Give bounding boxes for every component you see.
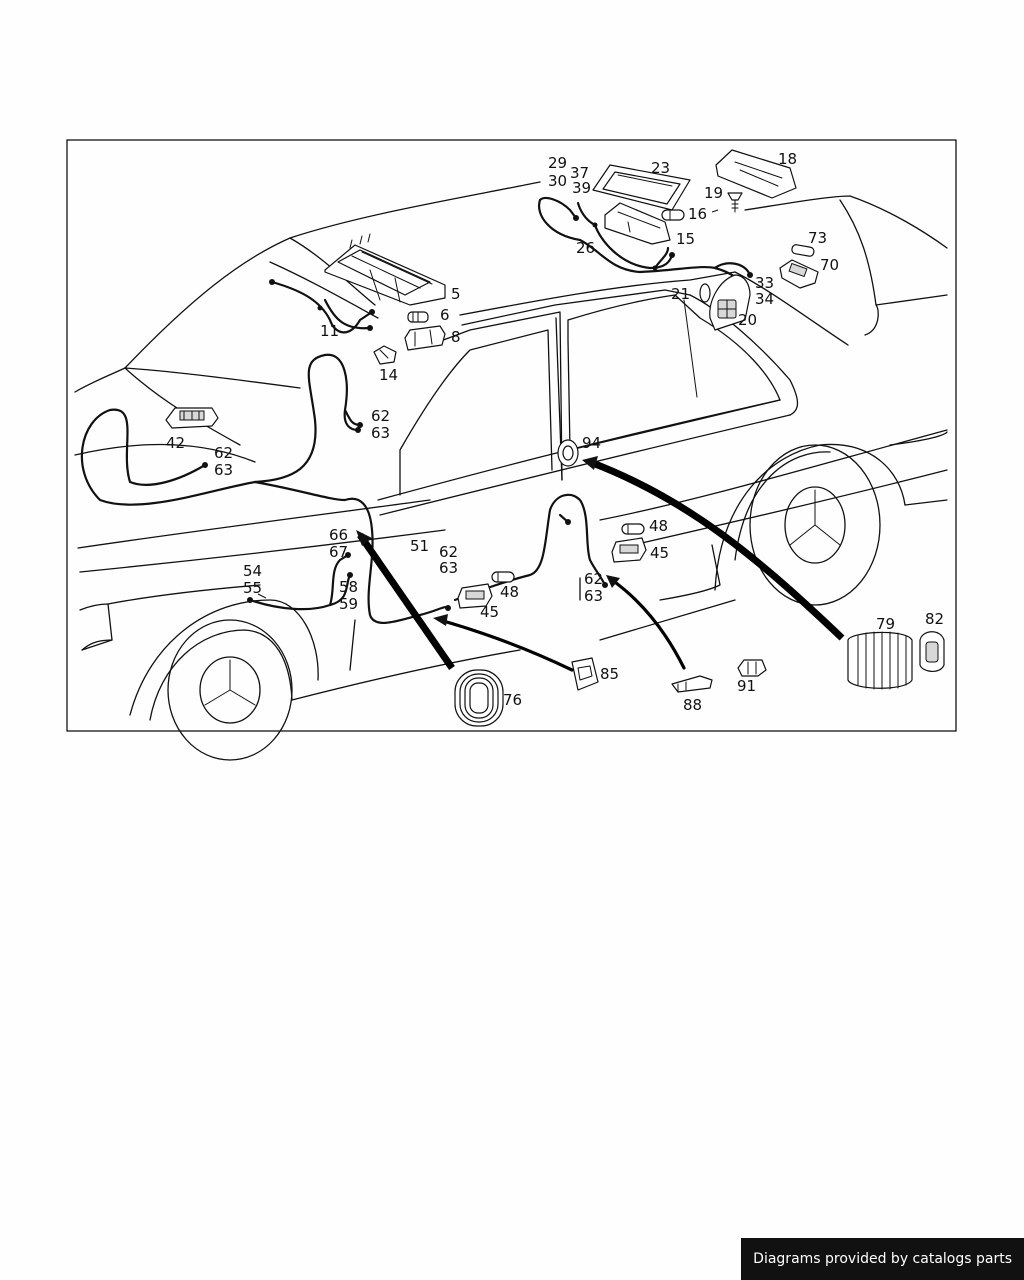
callout-66: 66 (329, 526, 348, 544)
part-19-screw (727, 192, 743, 213)
callout-34: 34 (755, 290, 774, 308)
callout-63-d: 63 (584, 587, 603, 605)
callout-63-b: 63 (214, 461, 233, 479)
callout-73: 73 (808, 229, 827, 247)
callout-19: 19 (704, 184, 723, 202)
callout-91: 91 (737, 677, 756, 695)
part-8-lamp-housing (404, 325, 446, 351)
callout-8: 8 (451, 328, 461, 346)
part-18-rear-reading-lamp (715, 149, 797, 199)
callout-45-a: 45 (650, 544, 669, 562)
part-76-bellows (454, 669, 504, 727)
callout-16: 16 (688, 205, 707, 223)
part-82-grommet (919, 631, 945, 672)
part-79-bellows (847, 631, 913, 690)
part-70-lamp (779, 259, 819, 289)
callout-15: 15 (676, 230, 695, 248)
part-48-bulb-rear (621, 523, 645, 535)
callout-70: 70 (820, 256, 839, 274)
callout-14: 14 (379, 366, 398, 384)
callout-59: 59 (339, 595, 358, 613)
callout-67: 67 (329, 543, 348, 561)
callout-26: 26 (576, 239, 595, 257)
part-14-clip (373, 345, 397, 365)
part-45-door-lamp-front (457, 583, 493, 609)
part-42-reading-lamp (165, 407, 219, 429)
diagram-frame (66, 139, 957, 732)
callout-30: 30 (548, 172, 567, 190)
part-91-clip (737, 659, 767, 677)
callout-18: 18 (778, 150, 797, 168)
callout-11: 11 (320, 322, 339, 340)
callout-88: 88 (683, 696, 702, 714)
callout-58: 58 (339, 578, 358, 596)
callout-33: 33 (755, 274, 774, 292)
part-20-switch-panel (709, 274, 751, 331)
part-6-bulb (407, 311, 429, 323)
callout-94: 94 (582, 434, 601, 452)
callout-63-c: 63 (439, 559, 458, 577)
callout-labels: 18 29 37 23 30 39 19 16 26 15 73 70 33 3… (166, 150, 944, 714)
callout-20: 20 (738, 311, 757, 329)
callout-62-d: 62 (584, 570, 603, 588)
callout-42: 42 (166, 434, 185, 452)
callout-62-c: 62 (439, 543, 458, 561)
callout-85: 85 (600, 665, 619, 683)
callout-39: 39 (572, 179, 591, 197)
part-85-clip (571, 657, 599, 691)
callout-62-a: 62 (371, 407, 390, 425)
callout-29: 29 (548, 154, 567, 172)
callout-63-a: 63 (371, 424, 390, 442)
callout-37: 37 (570, 164, 589, 182)
part-88-handle (671, 675, 713, 693)
part-5-overhead-console (324, 233, 446, 306)
callout-45-b: 45 (480, 603, 499, 621)
reference-arrows (356, 456, 845, 672)
callout-76: 76 (503, 691, 522, 709)
callout-79: 79 (876, 615, 895, 633)
part-15-interior-lamp (604, 202, 671, 245)
callout-48-a: 48 (649, 517, 668, 535)
part-16-bulb (661, 209, 685, 221)
callout-51: 51 (410, 537, 429, 555)
part-45-door-lamp-rear (611, 537, 647, 563)
callout-5: 5 (451, 285, 461, 303)
part-48-bulb-front (491, 571, 515, 583)
callout-55: 55 (243, 579, 262, 597)
callout-6: 6 (440, 306, 450, 324)
callout-23: 23 (651, 159, 670, 177)
callout-62-b: 62 (214, 444, 233, 462)
callout-54: 54 (243, 562, 262, 580)
callout-48-b: 48 (500, 583, 519, 601)
credit-banner: Diagrams provided by catalogs parts (741, 1238, 1024, 1280)
part-23-lamp-frame (592, 164, 691, 211)
part-94-grommet (557, 439, 579, 467)
callout-21: 21 (671, 285, 690, 303)
car-body (74, 181, 948, 761)
part-73-bulb (791, 244, 815, 257)
part-21-bulb (699, 283, 711, 303)
leader-lines (257, 209, 719, 599)
wire-connectors (202, 215, 753, 611)
callout-82: 82 (925, 610, 944, 628)
